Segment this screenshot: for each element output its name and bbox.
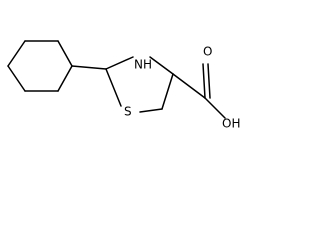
bond-n3-c4 [149, 56, 174, 75]
bond-ring-3 [7, 40, 26, 67]
cyclohexane-ring [7, 40, 73, 92]
bond-c4-carboxyl [172, 73, 206, 99]
atom-label-n: N [134, 58, 143, 72]
bond-s1-c2 [105, 68, 122, 107]
atom-label-o: O [203, 45, 212, 59]
chemical-structure: N H S O OH [7, 40, 240, 131]
bond-c5-s1 [139, 108, 163, 113]
atom-label-n-h: H [143, 58, 152, 72]
bond-c-o-double-a [202, 63, 206, 99]
atom-label-oh: OH [222, 117, 240, 131]
bond-c4-c5 [161, 73, 174, 110]
bond-ring-1 [57, 40, 73, 67]
bond-ring-6 [57, 65, 73, 92]
carboxylic-acid-group [172, 63, 226, 119]
bond-c-oh [204, 97, 226, 119]
bond-cyclohexyl-c2 [71, 65, 107, 70]
thiazolidine-ring [105, 56, 174, 113]
bond-c-o-double-b [207, 63, 211, 99]
bond-ring-4 [7, 65, 26, 92]
bond-c2-n3 [105, 56, 134, 70]
atom-label-s: S [124, 105, 132, 119]
